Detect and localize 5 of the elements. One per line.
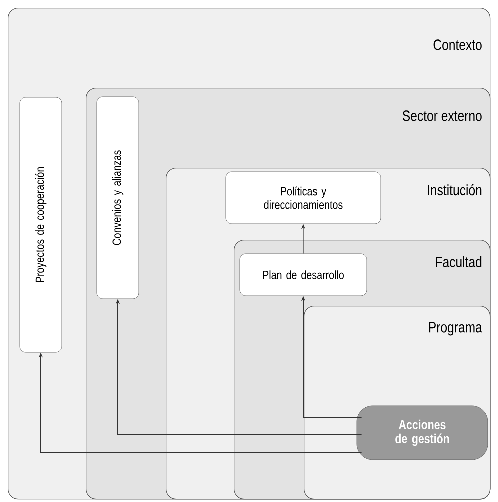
label-box: Plan de desarrollo (240, 254, 368, 296)
label-box: Políticas y direccionamientos (226, 172, 382, 224)
action-box: Acciones de gestión (356, 406, 488, 460)
label-box: Convenios y alianzas (96, 96, 140, 300)
label-box: Proyectos de cooperación (20, 97, 62, 353)
